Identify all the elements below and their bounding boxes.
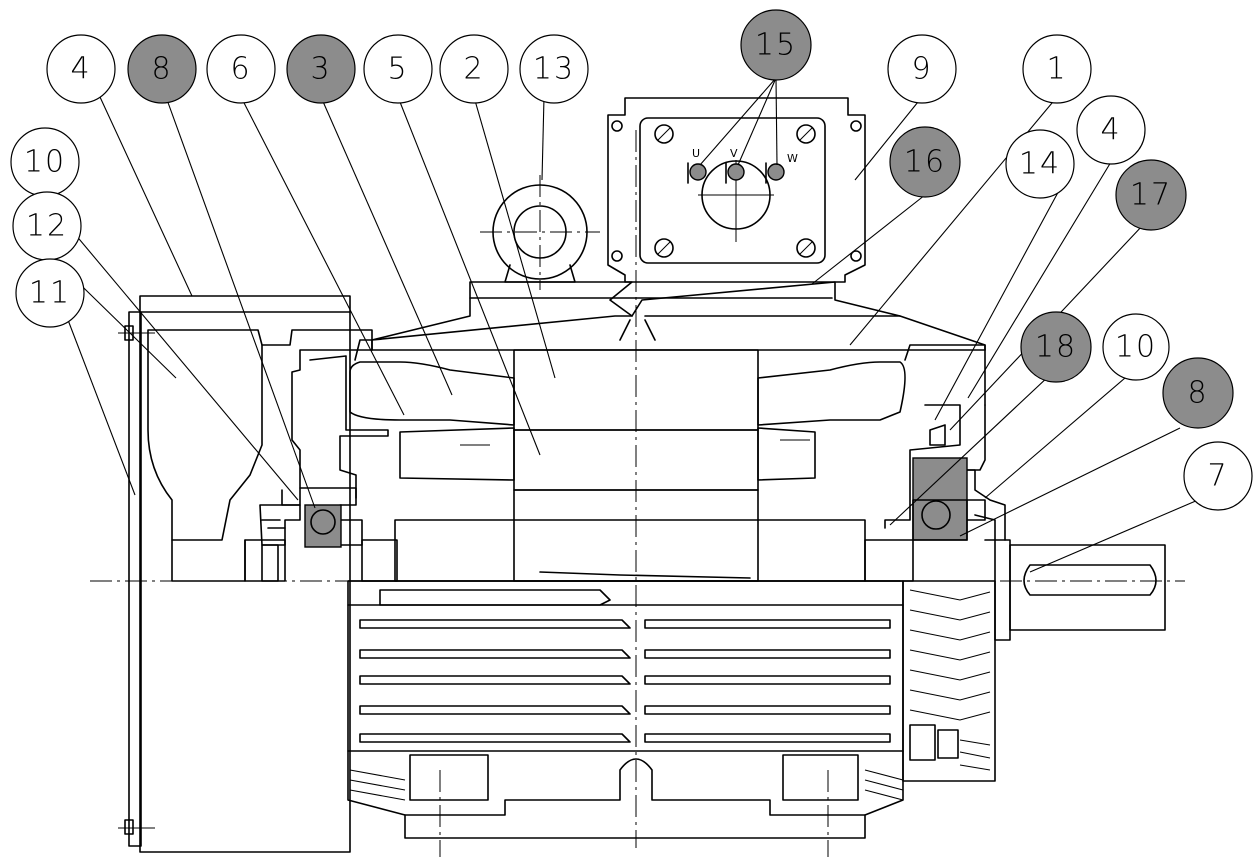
rotor bbox=[361, 427, 914, 582]
eye-bolt bbox=[492, 184, 588, 283]
fan-cover bbox=[118, 295, 351, 853]
callout-8-left: 8 bbox=[127, 34, 197, 104]
terminal-v-label: V bbox=[730, 147, 738, 160]
callout-1: 1 bbox=[1022, 34, 1092, 104]
left-end-shield bbox=[259, 329, 389, 582]
callout-7: 7 bbox=[1183, 441, 1253, 511]
callout-11: 11 bbox=[15, 258, 85, 328]
callout-bubbles: 4 8 6 3 5 2 13 15 bbox=[10, 9, 1253, 511]
svg-text:7: 7 bbox=[1207, 459, 1228, 494]
right-bearing bbox=[912, 457, 968, 541]
left-bearing bbox=[304, 504, 342, 548]
svg-text:14: 14 bbox=[1019, 147, 1061, 182]
callout-12: 12 bbox=[12, 191, 82, 261]
mounting-feet bbox=[347, 750, 904, 839]
callout-6: 6 bbox=[206, 34, 276, 104]
callout-14: 14 bbox=[1005, 129, 1075, 199]
callout-10-left: 10 bbox=[10, 127, 80, 197]
svg-text:15: 15 bbox=[755, 28, 797, 63]
callout-4-left: 4 bbox=[46, 34, 116, 104]
callout-8-right: 8 bbox=[1162, 357, 1234, 429]
callout-17: 17 bbox=[1115, 159, 1187, 231]
svg-text:1: 1 bbox=[1046, 52, 1067, 87]
terminal-w-label: W bbox=[787, 152, 798, 165]
svg-text:8: 8 bbox=[1187, 376, 1208, 411]
callout-13: 13 bbox=[519, 34, 589, 104]
svg-text:4: 4 bbox=[1100, 113, 1121, 148]
svg-text:11: 11 bbox=[29, 276, 71, 311]
svg-text:6: 6 bbox=[230, 52, 251, 87]
callout-3: 3 bbox=[286, 34, 356, 104]
svg-text:18: 18 bbox=[1035, 330, 1077, 365]
svg-text:8: 8 bbox=[151, 52, 172, 87]
callout-10-right: 10 bbox=[1102, 313, 1170, 381]
drive-end-grille bbox=[902, 580, 996, 782]
callout-9: 9 bbox=[887, 34, 957, 104]
terminal-box bbox=[607, 97, 866, 283]
terminals: U V W bbox=[687, 147, 798, 184]
centerlines bbox=[90, 130, 1185, 857]
stator bbox=[349, 339, 986, 431]
svg-text:10: 10 bbox=[1115, 330, 1157, 365]
svg-text:16: 16 bbox=[904, 145, 946, 180]
svg-text:17: 17 bbox=[1130, 178, 1172, 213]
callout-5: 5 bbox=[363, 34, 433, 104]
svg-text:3: 3 bbox=[310, 52, 331, 87]
callout-2: 2 bbox=[439, 34, 509, 104]
svg-text:2: 2 bbox=[463, 52, 484, 87]
svg-text:4: 4 bbox=[70, 52, 91, 87]
svg-text:10: 10 bbox=[24, 145, 66, 180]
callout-15: 15 bbox=[740, 9, 812, 81]
cooling-fins bbox=[359, 589, 891, 743]
callout-4-right: 4 bbox=[1076, 95, 1146, 165]
svg-text:13: 13 bbox=[533, 52, 575, 87]
svg-text:9: 9 bbox=[911, 52, 932, 87]
svg-text:5: 5 bbox=[387, 52, 408, 87]
shaft-end bbox=[994, 539, 1166, 641]
callout-16: 16 bbox=[889, 126, 961, 198]
svg-text:12: 12 bbox=[26, 209, 68, 244]
terminal-u-label: U bbox=[692, 147, 700, 160]
callout-18: 18 bbox=[1020, 311, 1092, 383]
